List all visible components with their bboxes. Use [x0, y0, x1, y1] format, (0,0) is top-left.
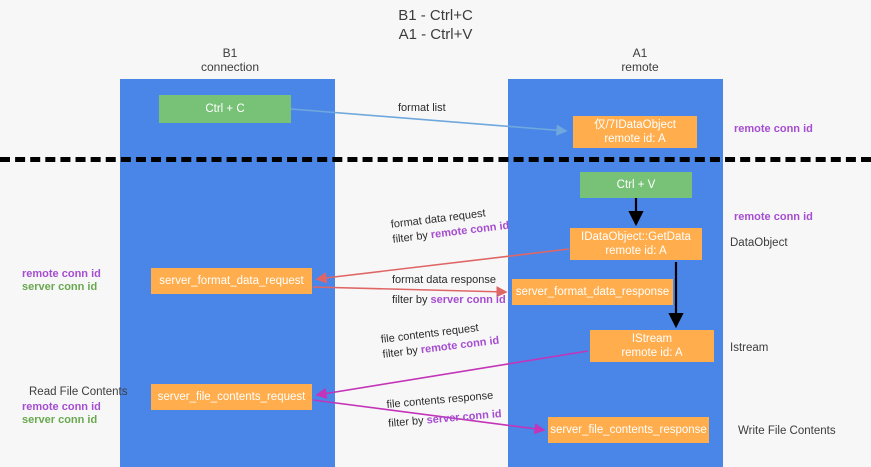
edge-label-format-list: format list — [398, 101, 446, 116]
note-right-mid-remote-conn-id: remote conn id — [734, 211, 813, 223]
note-left-bottom-conn-ids: remote conn id server conn id — [22, 401, 101, 427]
side-label-write-file-contents: Write File Contents — [738, 425, 836, 437]
node-server-file-contents-response[interactable]: server_file_contents_response — [548, 417, 709, 443]
node-istream-title: IStream — [631, 333, 673, 345]
column-header-b1-role: connection — [200, 60, 260, 74]
edge-label-format-data-response-filter: filter by server conn id — [392, 293, 506, 308]
node-idataobject-subtitle: remote id: A — [604, 133, 666, 145]
node-ctrl-c-label: Ctrl + C — [205, 103, 245, 115]
edge-label-format-data-response-text: format data response — [392, 274, 496, 286]
node-server-format-data-response-label: server_format_data_response — [515, 286, 670, 298]
column-header-a1-role: remote — [621, 60, 659, 74]
edge-label-format-data-request: format data request filter by remote con… — [390, 204, 510, 248]
node-idataobject-getdata[interactable]: IDataObject::GetData remote id: A — [570, 228, 702, 260]
column-header-b1: B1 connection — [150, 46, 310, 74]
filter-key-server-conn-id: server conn id — [426, 408, 503, 427]
column-header-b1-name: B1 — [222, 46, 238, 60]
node-getdata-subtitle: remote id: A — [605, 245, 667, 257]
note-left-bottom-remote-conn-id: remote conn id — [22, 401, 101, 413]
node-server-format-data-response[interactable]: server_format_data_response — [512, 279, 673, 305]
note-left-mid-conn-ids: remote conn id server conn id — [22, 268, 101, 294]
title-line-1: B1 - Ctrl+C — [398, 7, 473, 24]
column-header-a1: A1 remote — [560, 46, 720, 74]
filter-key-server-conn-id: server conn id — [430, 294, 506, 306]
edge-label-file-contents-response: file contents response filter by server … — [386, 388, 502, 432]
filter-prefix: filter by — [387, 414, 428, 430]
note-left-mid-server-conn-id: server conn id — [22, 281, 98, 293]
title-line-2: A1 - Ctrl+V — [398, 26, 473, 43]
node-server-file-contents-request[interactable]: server_file_contents_request — [151, 384, 312, 410]
node-istream-subtitle: remote id: A — [621, 347, 683, 359]
node-ctrl-c[interactable]: Ctrl + C — [159, 95, 291, 123]
side-label-dataobject: DataObject — [730, 237, 788, 249]
edge-label-format-data-response: format data response filter by server co… — [392, 273, 506, 308]
filter-prefix: filter by — [381, 344, 422, 361]
note-left-bottom-server-conn-id: server conn id — [22, 414, 98, 426]
node-idataobject[interactable]: 仅/7IDataObject remote id: A — [573, 116, 697, 148]
node-server-format-data-request[interactable]: server_format_data_request — [151, 268, 312, 294]
edge-label-format-list-text: format list — [398, 102, 446, 114]
node-server-file-contents-request-label: server_file_contents_request — [157, 391, 306, 403]
edge-label-file-contents-request: file contents request filter by remote c… — [380, 319, 500, 363]
page-title: B1 - Ctrl+C A1 - Ctrl+V — [0, 6, 871, 44]
node-getdata-title: IDataObject::GetData — [581, 231, 691, 243]
node-istream[interactable]: IStream remote id: A — [590, 330, 714, 362]
node-ctrl-v[interactable]: Ctrl + V — [580, 172, 692, 198]
phase-separator — [0, 157, 871, 162]
note-read-file-contents: Read File Contents — [29, 386, 128, 398]
note-right-top-remote-conn-id: remote conn id — [734, 123, 813, 135]
filter-prefix: filter by — [392, 294, 431, 306]
node-ctrl-v-label: Ctrl + V — [616, 179, 656, 191]
side-label-istream: Istream — [730, 342, 769, 354]
column-header-a1-name: A1 — [632, 46, 648, 60]
node-server-format-data-request-label: server_format_data_request — [159, 275, 304, 287]
node-server-file-contents-response-label: server_file_contents_response — [550, 424, 707, 436]
note-left-mid-remote-conn-id: remote conn id — [22, 268, 101, 280]
node-idataobject-title: 仅/7IDataObject — [594, 119, 676, 131]
filter-prefix: filter by — [391, 229, 432, 246]
